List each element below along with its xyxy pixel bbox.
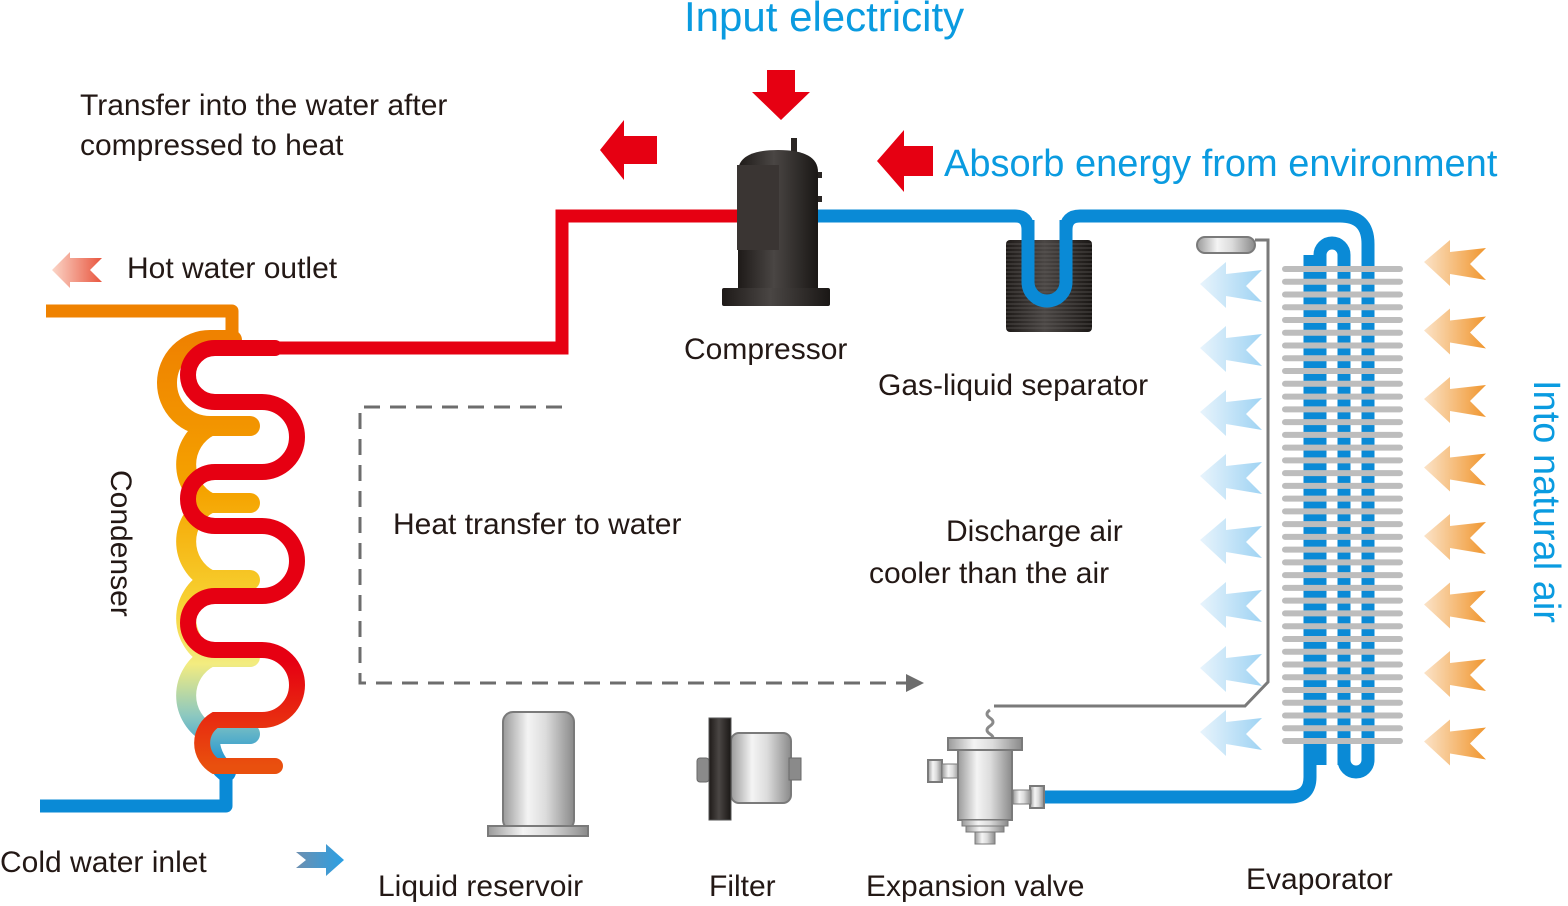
filter-shape (696, 717, 802, 821)
cool-air-arrow-icon (1200, 582, 1262, 628)
heat-out-left-arrow-icon (600, 120, 657, 180)
cool-air-arrows (1200, 262, 1262, 756)
absorb-left-arrow-icon (877, 130, 933, 192)
evaporator-inlet-pipe (1040, 255, 1317, 804)
cool-air-arrow-icon (1200, 326, 1262, 372)
cool-air-arrow-icon (1200, 518, 1262, 564)
filter-label: Filter (709, 870, 776, 903)
warm-air-arrow-icon (1424, 514, 1486, 560)
cold-water-inlet-label: Cold water inlet (0, 846, 207, 879)
warm-air-arrow-icon (1424, 651, 1486, 697)
cool-air-arrow-icon (1200, 646, 1262, 692)
warm-air-arrow-icon (1424, 377, 1486, 423)
liquid-reservoir-label: Liquid reservoir (378, 870, 584, 903)
absorb-energy-label: Absorb energy from environment (944, 143, 1498, 185)
discharge-pipe (275, 209, 740, 355)
heat-transfer-label: Heat transfer to water (393, 508, 682, 541)
warm-air-arrow-icon (1424, 582, 1486, 629)
warm-air-arrow-icon (1424, 719, 1486, 766)
evaporator-fins (1282, 255, 1403, 765)
cool-air-arrow-icon (1200, 390, 1262, 436)
transfer-heat-line-1: Transfer into the water after (80, 89, 448, 122)
hot-water-outlet-label: Hot water outlet (127, 252, 338, 285)
discharge-air-line-2: cooler than the air (869, 557, 1110, 590)
compressor (722, 138, 830, 306)
dashed-arrow-head (906, 674, 924, 692)
heat-transfer-dashed-path (358, 405, 910, 685)
gas-liquid-separator (1006, 220, 1092, 332)
compressor-label: Compressor (684, 333, 848, 366)
expansion-valve-shape (927, 236, 1270, 845)
warm-air-arrows (1424, 240, 1486, 766)
cold-water-arrow-icon (296, 844, 344, 876)
transfer-heat-line-2: compressed to heat (80, 129, 344, 162)
condenser-refrigerant-coil (180, 340, 305, 774)
cold-water-inlet-pipe (40, 772, 233, 813)
expansion-valve-label: Expansion valve (866, 870, 1085, 903)
cool-air-arrow-icon (1200, 262, 1262, 308)
input-electricity-title: Input electricity (684, 0, 965, 40)
warm-air-arrow-icon (1424, 445, 1486, 492)
into-natural-air-label: Into natural air (1525, 380, 1567, 623)
warm-air-arrow-icon (1424, 240, 1486, 286)
warm-air-arrow-icon (1424, 308, 1486, 355)
electricity-down-arrow-icon (752, 70, 810, 120)
cool-air-arrow-icon (1200, 710, 1262, 756)
liquid-reservoir-shape (487, 711, 589, 837)
cool-air-arrow-icon (1200, 454, 1262, 500)
evaporator-label: Evaporator (1246, 863, 1393, 896)
gas-liquid-separator-label: Gas-liquid separator (878, 369, 1149, 402)
discharge-air-line-1: Discharge air (946, 515, 1123, 548)
condenser-label: Condenser (104, 470, 137, 617)
hot-water-arrow-icon (52, 252, 102, 288)
